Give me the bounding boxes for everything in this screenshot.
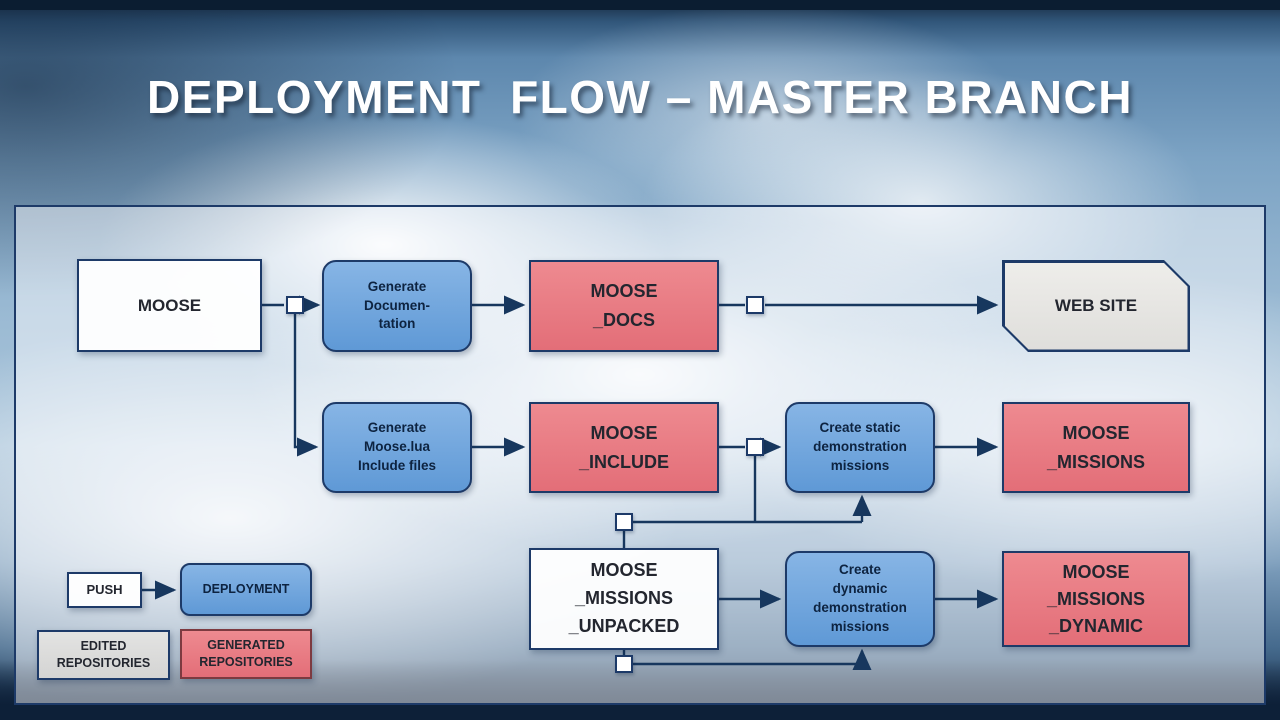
node-web-site: WEB SITE — [1002, 260, 1190, 352]
legend-edited-repositories-label: EDITED REPOSITORIES — [56, 639, 151, 670]
legend-generated-repositories-label: GENERATED REPOSITORIES — [199, 638, 293, 669]
junction-square-c — [746, 438, 764, 456]
node-moose-missions-dynamic-label: MOOSE _MISSIONS _DYNAMIC — [1046, 561, 1146, 636]
junction-square-a — [286, 296, 304, 314]
junction-square-e — [615, 655, 633, 673]
node-moose-docs: MOOSE _DOCS — [529, 260, 719, 352]
legend-push-box: PUSH — [67, 572, 142, 608]
node-moose-label: MOOSE — [137, 295, 202, 315]
node-web-site-label: WEB SITE — [1054, 296, 1138, 316]
node-moose-include-label: MOOSE _INCLUDE — [578, 422, 669, 472]
slide-title: DEPLOYMENT FLOW – MASTER BRANCH — [147, 71, 1133, 123]
node-moose-include: MOOSE _INCLUDE — [529, 402, 719, 493]
legend-generated-repositories-box: GENERATED REPOSITORIES — [180, 629, 312, 679]
node-generate-documentation: Generate Documen- tation — [322, 260, 472, 352]
diagram-panel: MOOSE Generate Documen- tation MOOSE _DO… — [14, 205, 1266, 705]
legend-deployment-label: DEPLOYMENT — [202, 582, 290, 597]
junction-square-b — [746, 296, 764, 314]
node-create-static-missions: Create static demonstration missions — [785, 402, 935, 493]
node-moose-missions: MOOSE _MISSIONS — [1002, 402, 1190, 493]
node-create-dynamic-missions: Create dynamic demonstration missions — [785, 551, 935, 647]
web-site-shape-fill — [1005, 263, 1188, 350]
node-moose-missions-dynamic: MOOSE _MISSIONS _DYNAMIC — [1002, 551, 1190, 647]
legend-push-label: PUSH — [86, 582, 123, 598]
legend-edited-repositories-box: EDITED REPOSITORIES — [37, 630, 170, 680]
connector-lines — [142, 295, 999, 671]
top-edge-bar — [0, 0, 1280, 10]
junction-square-d — [615, 513, 633, 531]
node-moose-missions-unpacked-label: MOOSE _MISSIONS _UNPACKED — [568, 560, 680, 636]
node-create-dynamic-missions-label: Create dynamic demonstration missions — [813, 562, 907, 634]
arrow-junction-a-to-gen-include — [293, 314, 319, 457]
legend-deployment-box: DEPLOYMENT — [180, 563, 312, 616]
node-moose-missions-unpacked: MOOSE _MISSIONS _UNPACKED — [529, 548, 719, 650]
node-moose-missions-label: MOOSE _MISSIONS — [1046, 422, 1146, 472]
node-moose: MOOSE — [77, 259, 262, 352]
node-create-static-missions-label: Create static demonstration missions — [813, 420, 907, 473]
node-generate-include-files: Generate Moose.lua Include files — [322, 402, 472, 493]
node-generate-include-files-label: Generate Moose.lua Include files — [357, 420, 437, 473]
node-moose-docs-label: MOOSE _DOCS — [590, 281, 658, 330]
node-generate-documentation-label: Generate Documen- tation — [363, 278, 430, 332]
